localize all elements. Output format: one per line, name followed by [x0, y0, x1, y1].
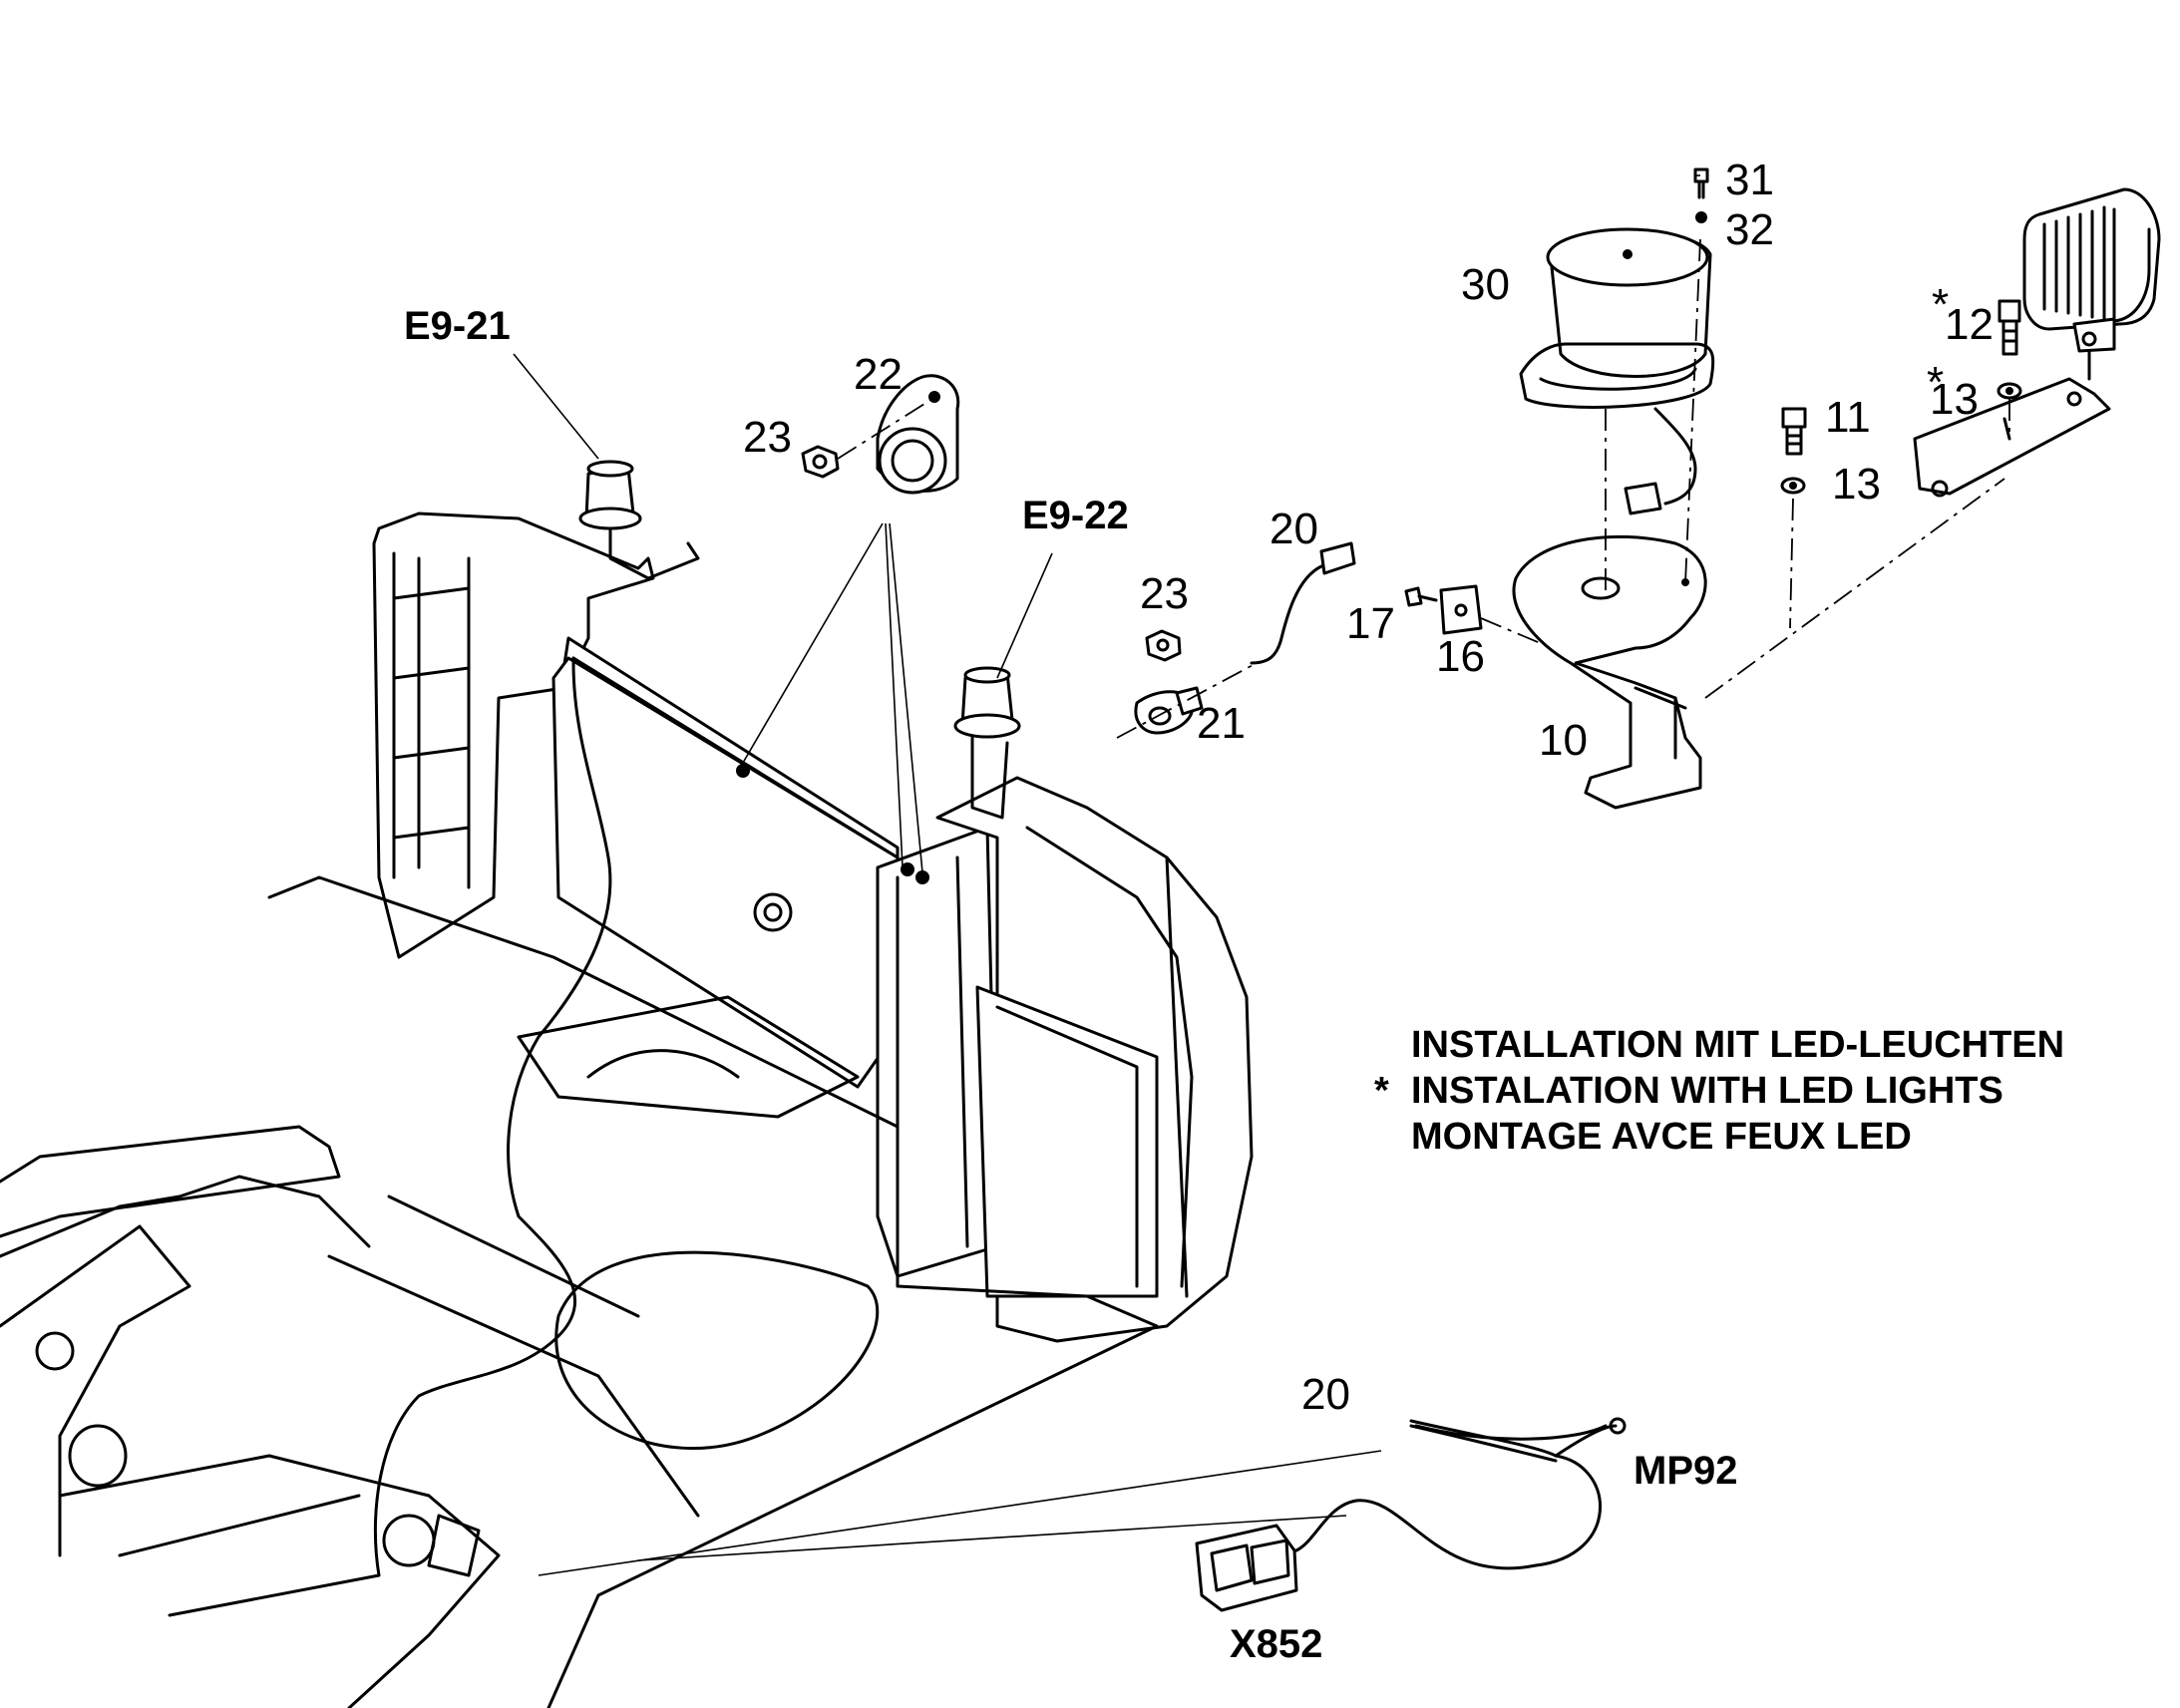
part-20-cable-bottom [1195, 1417, 1627, 1612]
label-part-31: 31 [1725, 156, 1774, 204]
part-12-led-bolt [1998, 299, 2021, 356]
label-part-17: 17 [1346, 599, 1395, 648]
label-part-32: 32 [1725, 205, 1774, 254]
label-mp92: MP92 [1634, 1449, 1738, 1493]
part-32-washer [1695, 211, 1707, 223]
part-10-bracket [1512, 478, 2005, 810]
label-e9-22: E9-22 [1022, 494, 1129, 537]
label-part-23-top: 23 [743, 413, 792, 462]
note-line-1: INSTALLATION MIT LED-LEUCHTEN [1411, 1024, 2065, 1066]
machine-frame [0, 460, 1254, 1708]
label-star-13: * [1927, 358, 1944, 407]
label-part-20-top: 20 [1270, 505, 1318, 553]
part-11-bolt [1781, 407, 1807, 456]
part-23-nut-top [801, 398, 933, 479]
frame-leaders [513, 353, 1382, 1576]
label-part-23-mid: 23 [1140, 569, 1189, 618]
led-work-light [1913, 187, 2161, 498]
label-part-11: 11 [1825, 393, 1871, 442]
part-30-beacon [1519, 227, 1715, 593]
note-star: * [1374, 1070, 1389, 1112]
part-20-cable-top [1250, 541, 1356, 665]
note-line-2: INSTALATION WITH LED LIGHTS [1411, 1070, 2003, 1112]
label-star-12: * [1932, 280, 1949, 329]
part-21-clamp [1116, 662, 1258, 739]
label-part-20-bottom: 20 [1301, 1370, 1350, 1419]
part-23-nut-mid [1145, 629, 1182, 662]
note-line-3: MONTAGE AVCE FEUX LED [1411, 1116, 1912, 1158]
label-part-10: 10 [1539, 716, 1588, 765]
label-x852: X852 [1230, 1622, 1322, 1666]
label-part-13: 13 [1832, 460, 1881, 509]
callout-labels: E9-21 E9-22 MP92 X852 10 11 12 13 13 16 … [404, 156, 1994, 1666]
part-31-screw [1693, 168, 1709, 199]
label-part-30: 30 [1461, 260, 1510, 309]
label-part-22: 22 [854, 350, 903, 399]
part-22-clamp [876, 374, 960, 495]
part-17-screw [1404, 586, 1438, 607]
part-13-led-washer [1997, 382, 2022, 400]
label-part-21: 21 [1197, 699, 1246, 748]
part-13-washer [1780, 477, 1806, 629]
label-part-13-led: 13 [1930, 375, 1979, 424]
label-part-12: 12 [1945, 300, 1994, 349]
label-part-16: 16 [1436, 632, 1485, 681]
label-e9-21: E9-21 [404, 304, 511, 348]
